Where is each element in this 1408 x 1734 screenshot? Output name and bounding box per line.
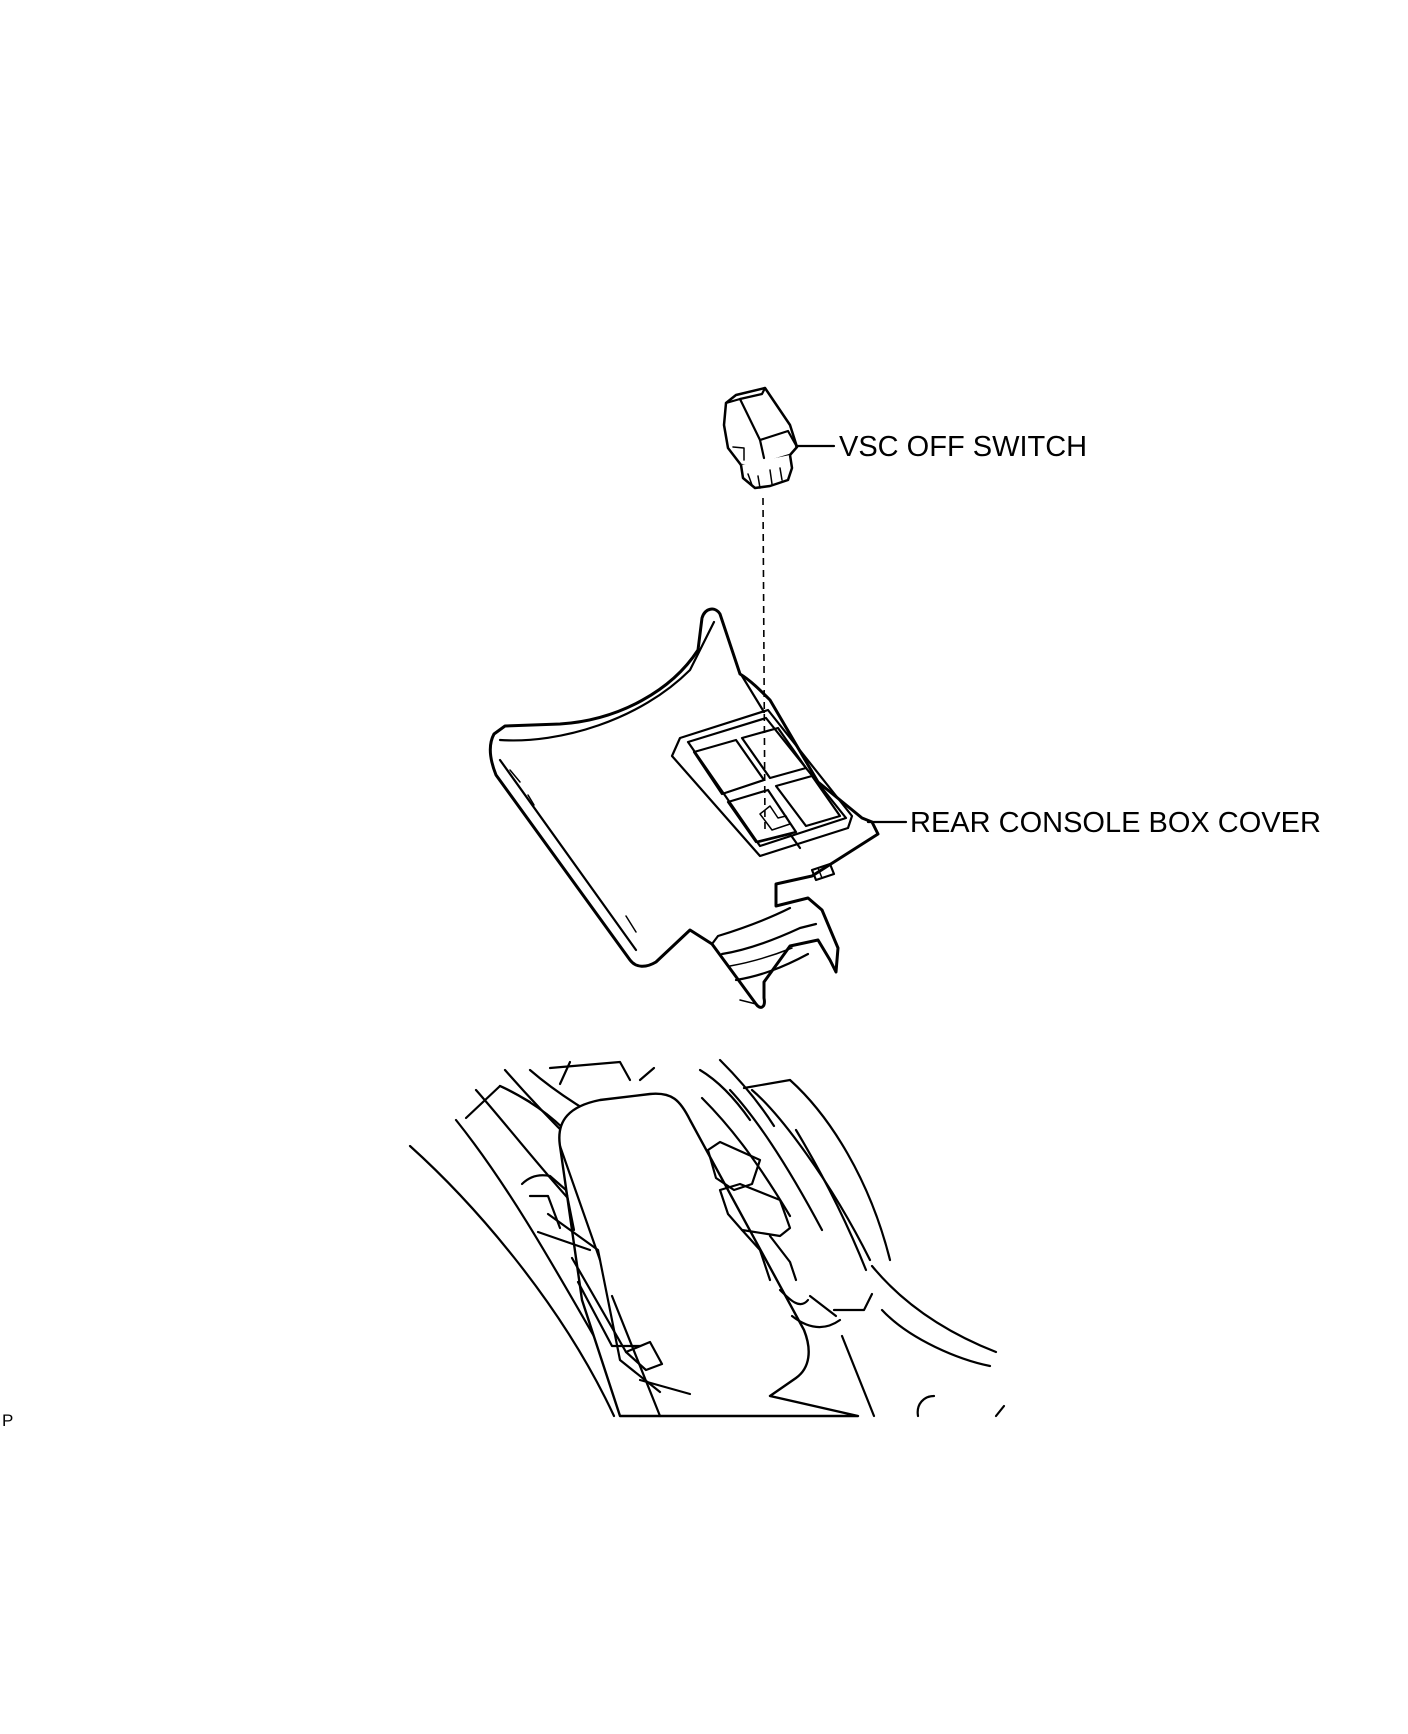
rear-console-box-cover-label: REAR CONSOLE BOX COVER: [910, 807, 1321, 839]
rear-console-box-cover-part: [488, 607, 908, 1009]
figure-code-label: P: [2, 1411, 13, 1430]
vsc-off-switch-part: [722, 386, 836, 490]
center-console-installation-area: [408, 1058, 1006, 1418]
alignment-dashed-line: [762, 497, 766, 831]
vsc-off-switch-label: VSC OFF SWITCH: [839, 431, 1087, 463]
